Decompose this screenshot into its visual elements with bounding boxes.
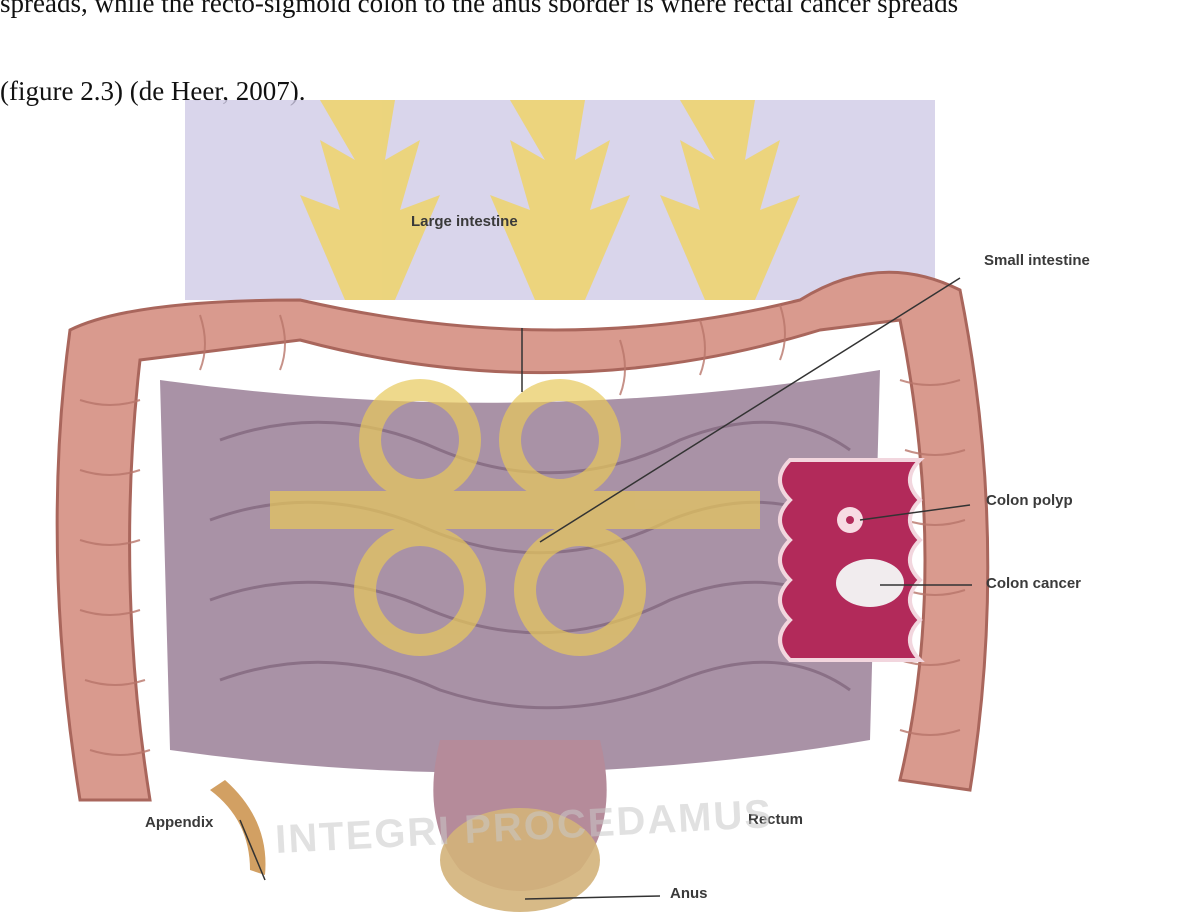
label-small-intestine: Small intestine [984, 252, 1090, 269]
colon-section [780, 460, 920, 660]
label-appendix: Appendix [145, 814, 213, 831]
label-colon-cancer: Colon cancer [986, 575, 1081, 592]
colon-anatomy-figure: Large intestine Small intestine Colon po… [0, 100, 1199, 912]
cancer-mark [836, 559, 904, 607]
label-anus: Anus [670, 885, 708, 902]
body-text-line-1: spreads, while the recto-sigmoid colon t… [0, 0, 958, 20]
watermark-flames [300, 100, 800, 300]
label-large-intestine: Large intestine [411, 213, 518, 230]
label-colon-polyp: Colon polyp [986, 492, 1073, 509]
